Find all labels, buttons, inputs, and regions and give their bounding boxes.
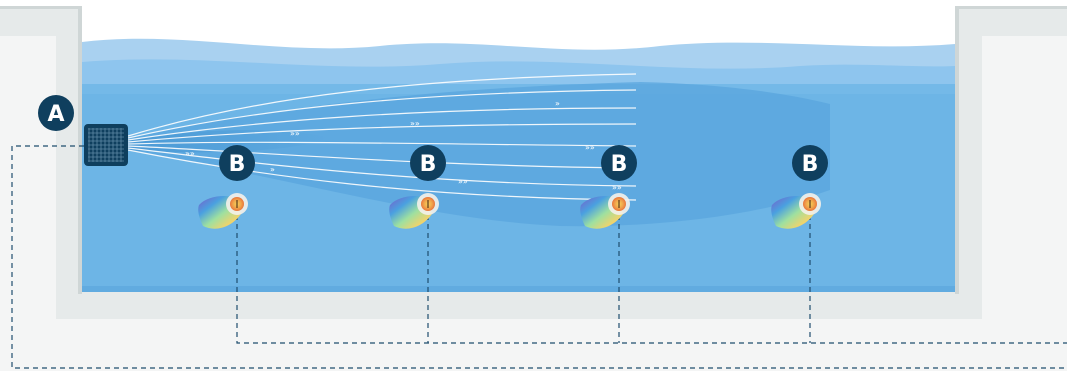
svg-text:»»: »» — [612, 183, 622, 192]
outlet-b-3: B — [580, 145, 637, 229]
svg-text:»: » — [270, 165, 275, 174]
badge-b-label: B — [802, 152, 819, 177]
svg-text:»»: »» — [290, 129, 300, 138]
badge-b — [792, 145, 828, 181]
badge-b — [601, 145, 637, 181]
badge-b-label: B — [229, 152, 246, 177]
badge-a: A — [38, 95, 74, 131]
flow-chevrons: »» »» »» » »» »» »» » — [185, 99, 622, 192]
badge-b-label: B — [611, 152, 628, 177]
outlet-b-1: B — [198, 145, 255, 229]
svg-text:»»: »» — [458, 177, 468, 186]
badge-b — [219, 145, 255, 181]
svg-text:»»: »» — [410, 119, 420, 128]
flow-lines — [127, 73, 637, 201]
inlet-nozzle — [84, 124, 128, 166]
outlet-b-2: B — [389, 145, 446, 229]
badge-b-label: B — [420, 152, 437, 177]
svg-text:»»: »» — [185, 149, 195, 158]
pool-walls — [0, 6, 1067, 371]
svg-text:»: » — [555, 99, 560, 108]
pipe-lines — [11, 145, 1067, 369]
badge-b — [410, 145, 446, 181]
badge-a-label: A — [47, 102, 64, 127]
outlet-b-4: B — [771, 145, 828, 229]
svg-text:»»: »» — [585, 143, 595, 152]
